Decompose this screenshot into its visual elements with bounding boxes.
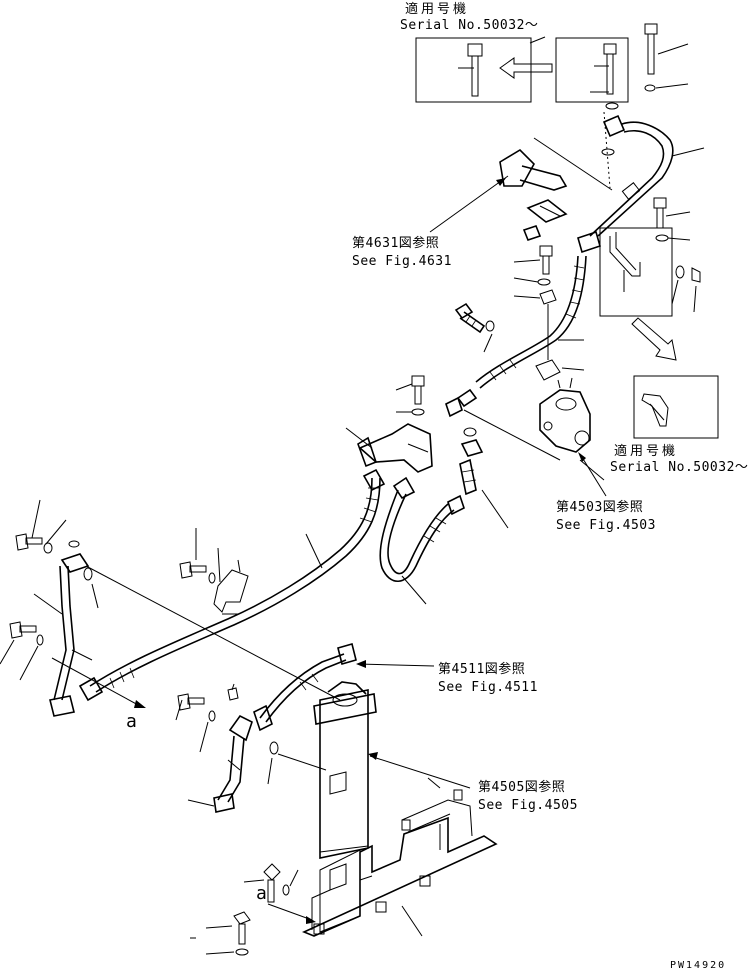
ref-4503-jp: 第4503図参照 [556,500,643,515]
inset-box-new [416,38,531,102]
serial-top-jp: 適用号機 [405,2,469,17]
ref-4511-en: See Fig.4511 [438,680,538,695]
bolt-right [654,198,666,228]
bolt-mid-1 [540,246,552,274]
bolt-left-mid [180,562,206,578]
serial-mid-en: Serial No.50032～ [610,460,748,475]
ref-4631-jp: 第4631図参照 [352,236,439,251]
base-plate [304,790,496,936]
inset-bolt-old [590,44,616,94]
valve-block-4503 [540,378,590,452]
elbow-fitting [358,424,432,472]
ref-4505-en: See Fig.4505 [478,798,578,813]
bolt-top-right [645,24,657,74]
ref-4631-en: See Fig.4631 [352,254,452,269]
view-a-label-left: a [126,714,137,729]
fitting-4631 [500,138,612,190]
open-arrow-left [500,58,552,78]
bolt-mid-2 [412,376,424,404]
ref-4511-jp: 第4511図参照 [438,662,525,677]
bolt-left-top [16,534,42,550]
hose-hatch-2 [110,488,380,688]
drawing-number: PW14920 [670,958,726,973]
left-lower-pipe [214,716,252,812]
clamp-upper [528,200,566,222]
bracket-left-mid [214,570,248,614]
inset-box-mid [634,376,718,438]
bolt-hatch-small [456,304,484,332]
open-arrow-down [632,318,676,360]
serial-top-en: Serial No.50032～ [400,18,538,33]
serial-mid-jp: 適用号機 [614,444,678,459]
filter-4505 [314,682,376,858]
view-a-label-bottom: a [256,886,267,901]
inset-bolt-new [458,44,482,96]
bolt-bottom-2 [234,912,250,944]
bolt-left-low [10,622,36,638]
ref-4505-jp: 第4505図参照 [478,780,565,795]
ref-4503-en: See Fig.4503 [556,518,656,533]
